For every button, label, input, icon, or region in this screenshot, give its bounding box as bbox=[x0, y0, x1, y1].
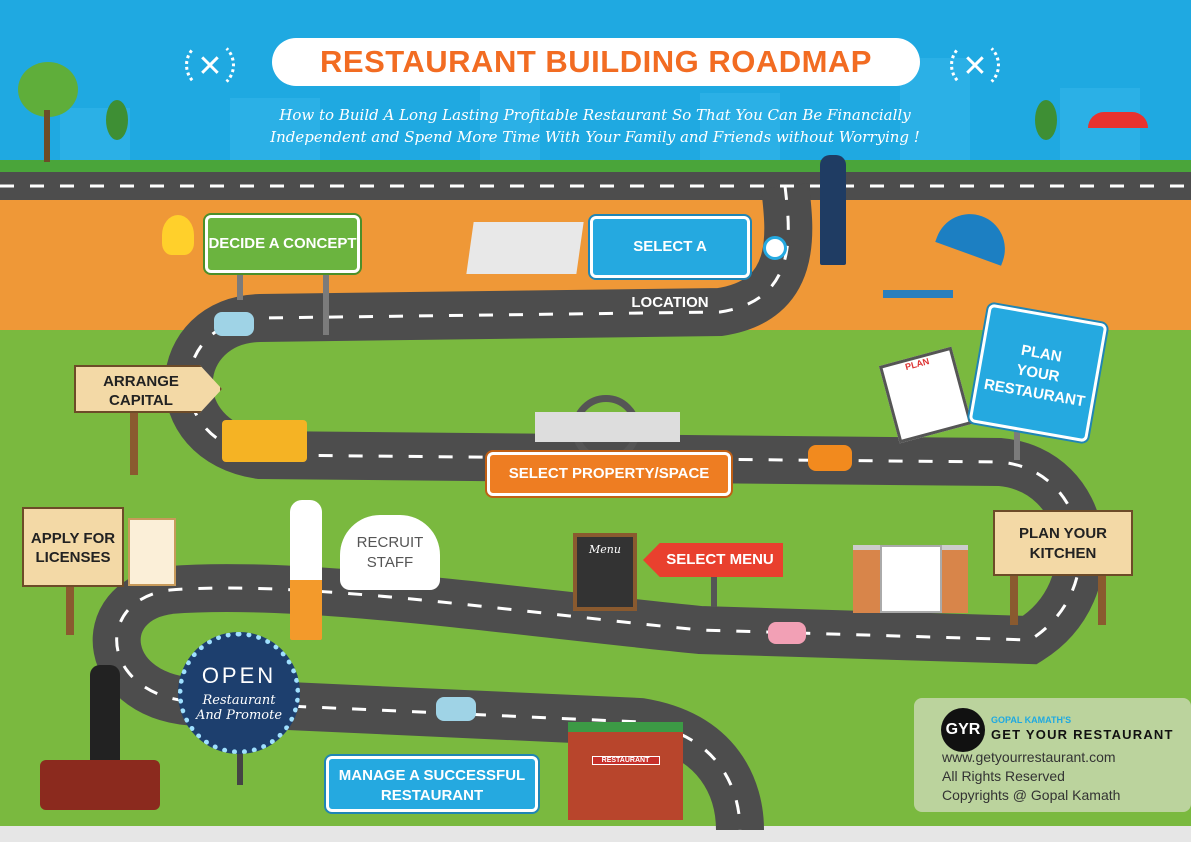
umbrella-icon bbox=[1088, 112, 1148, 128]
houses-icon bbox=[535, 412, 680, 442]
step-manage-restaurant: MANAGE A SUCCESSFUL RESTAURANT bbox=[326, 756, 538, 812]
menu-chalkboard: Menu bbox=[573, 533, 637, 611]
brand-name: GET YOUR RESTAURANT bbox=[991, 727, 1174, 742]
topiary-icon bbox=[106, 100, 128, 140]
step-plan-kitchen: PLAN YOUR KITCHEN bbox=[993, 510, 1133, 576]
person-illustration bbox=[820, 155, 846, 265]
step-apply-licenses: APPLY FOR LICENSES bbox=[22, 507, 124, 587]
bottom-strip bbox=[0, 826, 1191, 842]
step-select-property: SELECT PROPERTY/SPACE bbox=[487, 452, 731, 496]
cutlery-emblem-icon: ✕ bbox=[950, 40, 1000, 90]
chef-illustration bbox=[290, 500, 322, 640]
car-icon bbox=[768, 622, 806, 644]
car-icon bbox=[808, 445, 852, 471]
step-select-menu: SELECT MENU bbox=[643, 543, 783, 577]
topiary-icon bbox=[1035, 100, 1057, 140]
diners-illustration bbox=[40, 760, 160, 810]
lightbulb-icon bbox=[162, 215, 194, 255]
step-open-restaurant: OPEN Restaurant And Promote bbox=[178, 632, 300, 754]
step-select-location: SELECT A LOCATION bbox=[590, 216, 750, 311]
location-pin-icon bbox=[763, 236, 787, 260]
map-icon bbox=[466, 222, 584, 274]
van-icon bbox=[214, 312, 254, 336]
page-title: RESTAURANT BUILDING ROADMAP bbox=[272, 38, 920, 86]
website-link[interactable]: www.getyourrestaurant.com bbox=[942, 749, 1116, 765]
page-subtitle: How to Build A Long Lasting Profitable R… bbox=[270, 106, 920, 146]
step-recruit-staff: RECRUIT STAFF bbox=[340, 515, 440, 590]
step-decide-concept: DECIDE A CONCEPT bbox=[205, 215, 360, 273]
brand-top: GOPAL KAMATH'S bbox=[991, 715, 1072, 725]
coin-stacks-icon bbox=[222, 420, 307, 462]
step-arrange-capital: ARRANGE CAPITAL bbox=[74, 365, 222, 413]
grass-line bbox=[0, 160, 1191, 174]
restaurant-building-icon: RESTAURANT bbox=[568, 722, 683, 820]
lounger-icon bbox=[883, 290, 953, 298]
van-icon bbox=[436, 697, 476, 721]
cutlery-emblem-icon: ✕ bbox=[185, 40, 235, 90]
certificate-icon bbox=[128, 518, 176, 586]
step-plan-restaurant: PLAN YOUR RESTAURANT bbox=[968, 303, 1108, 443]
footer-text: www.getyourrestaurant.com All Rights Res… bbox=[942, 749, 1121, 803]
stove-icon bbox=[880, 545, 942, 613]
brand-logo: GYR bbox=[941, 708, 985, 752]
tree-icon bbox=[18, 62, 78, 117]
waitress-illustration bbox=[90, 665, 120, 765]
